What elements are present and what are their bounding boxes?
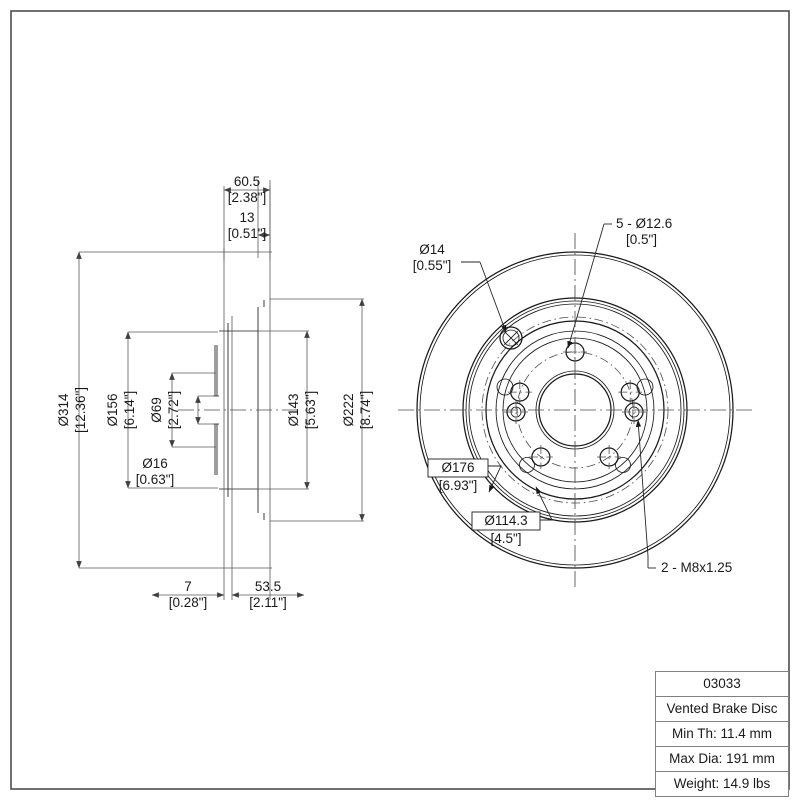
- sheet-border: [10, 10, 790, 790]
- title-block-part-number: 03033: [656, 672, 788, 697]
- dim-center-bore-mm: Ø69: [149, 397, 164, 423]
- dim-hat-wall-mm: 13: [239, 210, 254, 225]
- dim-small-hole: Ø16 [0.63"]: [136, 395, 215, 487]
- callout-lug-holes-inch: [0.5"]: [626, 232, 657, 247]
- dim-small-hole-mm: Ø16: [142, 456, 168, 471]
- dim-bell-diameter-inch: [6.14"]: [122, 391, 137, 430]
- callout-threaded-holes: 2 - M8x1.25: [635, 419, 732, 575]
- dim-overall-width: 60.5 [2.38"]: [223, 174, 271, 260]
- dim-bell-diameter: Ø156 [6.14"]: [105, 331, 218, 489]
- dim-mid-diameter-mm: Ø222: [341, 393, 356, 426]
- dim-outer-diameter-inch: [12.36"]: [73, 387, 88, 433]
- dim-outer-diameter-mm: Ø314: [56, 393, 71, 427]
- dim-mid-diameter-inch: [8.74"]: [358, 391, 373, 430]
- dim-center-bore-inch: [2.72"]: [166, 391, 181, 430]
- title-block-min-thickness: Min Th: 11.4 mm: [656, 722, 788, 747]
- callout-bolt-circle-box: [471, 511, 541, 531]
- title-block-product-name: Vented Brake Disc: [656, 697, 788, 722]
- rotor-small-holes: [496, 378, 654, 473]
- callout-lug-holes-mm: 5 - Ø12.6: [616, 216, 672, 231]
- dim-inner-pad-diameter: Ø143 [5.63"]: [232, 330, 318, 490]
- callout-lug-holes: 5 - Ø12.6 [0.5"]: [567, 216, 672, 349]
- pilot-hole-inner: [502, 329, 520, 347]
- title-block: 03033 Vented Brake Disc Min Th: 11.4 mm …: [655, 671, 789, 797]
- small-hole: [519, 457, 535, 473]
- face-view: [398, 233, 752, 587]
- callout-pilot-hole-mm: Ø14: [419, 242, 445, 257]
- title-block-max-diameter: Max Dia: 191 mm: [656, 747, 788, 772]
- dim-inner-pad-diameter-mm: Ø143: [286, 393, 301, 426]
- dim-hat-wall: 13 [0.51"]: [228, 210, 271, 241]
- callout-pilot-hole: Ø14 [0.55"]: [413, 242, 507, 333]
- callout-inner-circle-box: [427, 458, 489, 478]
- dim-offset-left: 7 [0.28"]: [151, 579, 225, 610]
- small-hole: [615, 457, 631, 473]
- section-bell-top: [213, 300, 258, 345]
- callout-bolt-circle: Ø114.3 [4.5"]: [471, 486, 553, 546]
- rotor-threaded-holes: [504, 400, 646, 424]
- section-hub-wall-bottom: [213, 424, 219, 475]
- title-block-weight: Weight: 14.9 lbs: [656, 772, 788, 797]
- dim-offset-left-mm: 7: [184, 579, 192, 594]
- small-hole: [636, 378, 654, 396]
- small-hole: [496, 378, 514, 396]
- dim-offset-left-inch: [0.28"]: [169, 595, 208, 610]
- callout-bolt-circle-inch: [4.5"]: [490, 531, 521, 546]
- rotor-pilot-hole: [499, 326, 523, 350]
- section-view: [178, 180, 300, 600]
- dim-offset-right-inch: [2.11"]: [249, 595, 287, 610]
- callout-bolt-circle-mm: Ø114.3: [484, 513, 527, 528]
- dim-center-bore: Ø69 [2.72"]: [149, 372, 216, 448]
- callout-threaded-holes-label: 2 - M8x1.25: [661, 560, 732, 575]
- section-hub-face-lines: [214, 345, 218, 475]
- pilot-hole-outer: [499, 326, 523, 350]
- rotor-outer-edge: [416, 251, 734, 569]
- dim-offset-right: 53.5 [2.11"]: [231, 579, 305, 610]
- dim-bell-diameter-mm: Ø156: [105, 393, 120, 426]
- rotor-lug-holes: [507, 340, 643, 469]
- callout-inner-circle: Ø176 [6.93"]: [427, 458, 502, 493]
- dim-offset-right-mm: 53.5: [255, 579, 281, 594]
- section-bell-bottom: [213, 475, 258, 520]
- dim-outer-diameter: Ø314 [12.36"]: [56, 251, 272, 569]
- dim-mid-diameter: Ø222 [8.74"]: [270, 298, 373, 522]
- section-hub-wall-top: [213, 345, 219, 396]
- dim-inner-pad-diameter-inch: [5.63"]: [303, 391, 318, 430]
- dim-overall-width-inch: [2.38"]: [228, 190, 267, 205]
- dim-small-hole-inch: [0.63"]: [136, 472, 175, 487]
- callout-inner-circle-inch: [6.93"]: [439, 478, 478, 493]
- dim-overall-width-mm: 60.5: [234, 174, 260, 189]
- callout-inner-circle-mm: Ø176: [441, 460, 474, 475]
- callout-pilot-hole-inch: [0.55"]: [413, 258, 452, 273]
- dim-hat-wall-inch: [0.51"]: [228, 226, 267, 241]
- rotor-mid-ring-inner2: [468, 303, 682, 517]
